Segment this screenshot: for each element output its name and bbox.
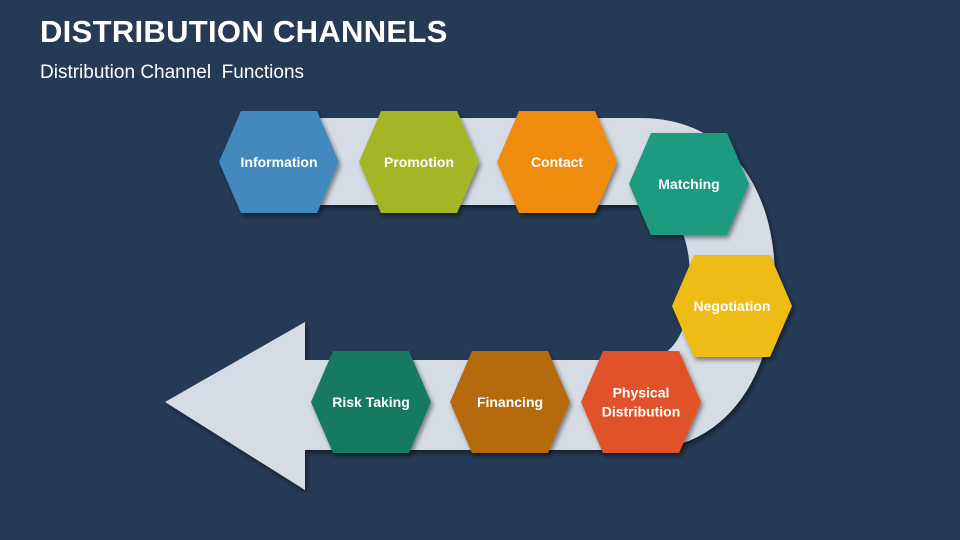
page-title: DISTRIBUTION CHANNELS [40,14,448,49]
hexagon-shape [581,351,701,453]
hexagon-label: Information [241,154,318,170]
hexagon-label: Matching [658,176,719,192]
hexagon-shape [450,351,570,453]
hexagon-shape [672,255,792,357]
hexagon-shape [497,111,617,213]
hexagon-step: Negotiation [672,255,792,357]
hexagon-step: Risk Taking [311,351,431,453]
hexagon-step: Contact [497,111,617,213]
page-subtitle: Distribution Channel Functions [40,62,305,83]
hexagon-step: Financing [450,351,570,453]
hexagon-label: Financing [477,394,543,410]
hexagon-shape [629,133,749,235]
hexagon-step: Matching [629,133,749,235]
hexagon-shape [219,111,339,213]
hexagon-label: Promotion [384,154,454,170]
hexagon-step: Promotion [359,111,479,213]
hexagon-label: Risk Taking [332,394,410,410]
hexagon-label: Contact [531,154,583,170]
hexagon-label: Negotiation [694,298,771,314]
hexagon-shape [311,351,431,453]
hexagon-step: Information [219,111,339,213]
hexagon-shape [359,111,479,213]
